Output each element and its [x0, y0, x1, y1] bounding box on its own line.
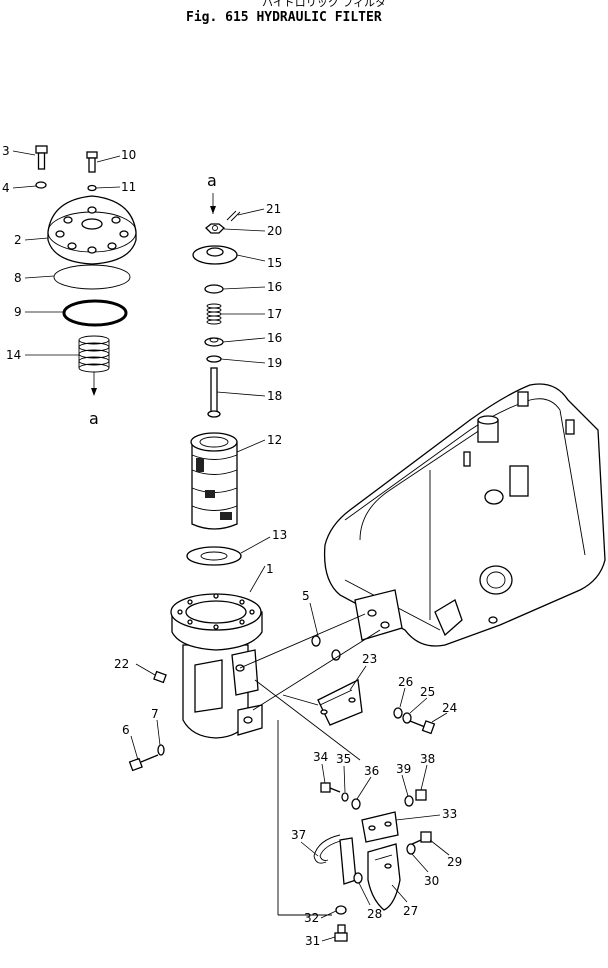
callout-3: 3 [2, 144, 10, 158]
callout-1: 1 [266, 562, 274, 576]
callout-18: 18 [267, 389, 282, 403]
o-ring-5a [311, 635, 321, 647]
callout-32: 32 [304, 911, 319, 925]
spring-17 [206, 303, 222, 325]
callout-34: 34 [313, 750, 328, 764]
callout-20: 20 [267, 224, 282, 238]
callout-30: 30 [424, 874, 439, 888]
washer-36 [351, 798, 361, 810]
callout-12: 12 [267, 433, 282, 447]
pipe-lines [239, 613, 381, 916]
washer-35 [341, 792, 349, 802]
valve-block-33 [361, 811, 399, 843]
bolt-24 [409, 720, 436, 735]
tube-37 [313, 834, 345, 864]
callout-4: 4 [2, 181, 10, 195]
callout-8: 8 [14, 271, 22, 285]
callout-24: 24 [442, 701, 457, 715]
washer-26 [393, 707, 403, 719]
callout-labels: 3 4 2 8 9 14 10 11 21 20 15 16 17 16 19 … [2, 144, 462, 948]
callout-22: 22 [114, 657, 129, 671]
washer-30 [406, 843, 416, 855]
header-title: Fig. 615 HYDRAULIC FILTER [186, 10, 382, 25]
callout-10: 10 [121, 148, 136, 162]
callout-33: 33 [442, 807, 457, 821]
callout-19: 19 [267, 356, 282, 370]
o-ring-5b [331, 649, 341, 661]
callout-36: 36 [364, 764, 379, 778]
cover-2 [47, 195, 137, 265]
bolt-31 [334, 924, 348, 942]
washer-11 [87, 184, 97, 192]
header-subtitle-jp: ハイドロリック フィルタ [262, 0, 386, 9]
ref-label-upper: a [207, 171, 217, 190]
bolt-10 [86, 151, 98, 173]
nut-20 [205, 223, 225, 234]
callout-37: 37 [291, 828, 306, 842]
callout-6: 6 [122, 723, 130, 737]
callout-11: 11 [121, 180, 136, 194]
callout-27: 27 [403, 904, 418, 918]
callout-26: 26 [398, 675, 413, 689]
callout-39: 39 [396, 762, 411, 776]
callout-16-lower: 16 [267, 331, 282, 345]
callout-13: 13 [272, 528, 287, 542]
callout-25: 25 [420, 685, 435, 699]
callout-2: 2 [14, 233, 22, 247]
gasket-8 [53, 264, 131, 290]
callout-9: 9 [14, 305, 22, 319]
callout-23: 23 [362, 652, 377, 666]
filter-case-1 [170, 593, 263, 739]
washer-32 [335, 905, 347, 915]
callout-38: 38 [420, 752, 435, 766]
callout-7: 7 [151, 707, 159, 721]
callout-35: 35 [336, 752, 351, 766]
ref-label-lower: a [89, 409, 99, 428]
callout-15: 15 [267, 256, 282, 270]
washer-4 [35, 181, 47, 189]
callout-17: 17 [267, 307, 282, 321]
spring-14 [78, 335, 110, 373]
hydraulic-tank [323, 383, 606, 647]
washer-7 [157, 744, 165, 756]
pin-21 [226, 210, 241, 222]
callout-14: 14 [6, 348, 21, 362]
plug-22 [153, 670, 167, 684]
bracket-23 [317, 679, 363, 726]
o-ring-28 [353, 872, 363, 884]
callout-16-upper: 16 [267, 280, 282, 294]
seat-16-lower [204, 337, 224, 347]
valve-plate-15 [192, 245, 238, 265]
seat-16-upper [204, 284, 224, 294]
bolt-6 [128, 754, 159, 772]
callout-21: 21 [266, 202, 281, 216]
gasket-13 [186, 546, 242, 566]
pipe-27 [339, 837, 401, 911]
callout-31: 31 [305, 934, 320, 948]
washer-19 [206, 355, 222, 363]
o-ring-9 [62, 299, 128, 327]
bolt-29 [409, 831, 432, 846]
filter-element-12 [190, 432, 238, 530]
bolt-34 [320, 782, 341, 793]
washer-39 [404, 795, 414, 807]
ref-arrow-down [91, 372, 97, 396]
bolt-38 [415, 789, 427, 801]
callout-5: 5 [302, 589, 310, 603]
callout-29: 29 [447, 855, 462, 869]
washer-25 [402, 712, 412, 724]
callout-28: 28 [367, 907, 382, 921]
bolt-3 [35, 145, 48, 170]
ref-arrow-up [210, 193, 216, 214]
rod-18 [207, 367, 221, 418]
